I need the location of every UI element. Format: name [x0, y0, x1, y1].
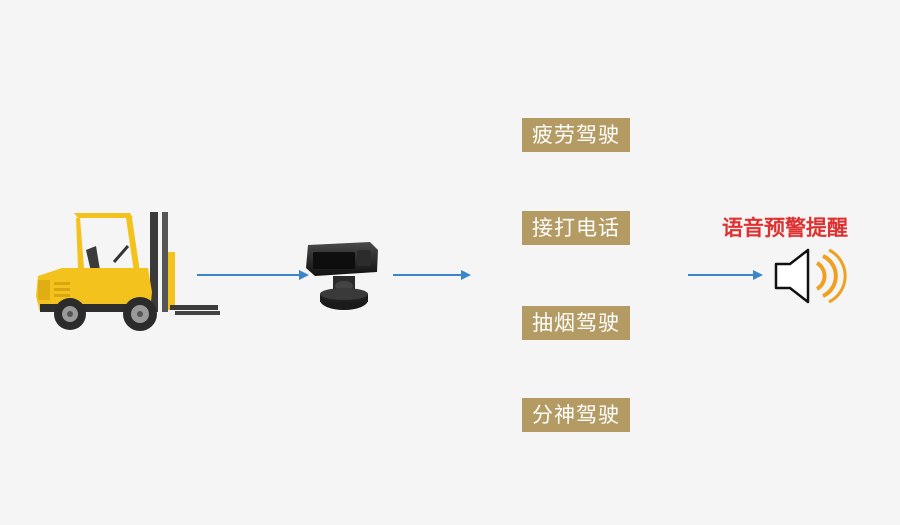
alert-title: 语音预警提醒 [722, 216, 848, 240]
behavior-label-distraction: 分神驾驶 [522, 398, 630, 432]
behavior-label-phone-call: 接打电话 [522, 211, 630, 245]
dms-camera-icon [306, 242, 378, 310]
behavior-label-fatigue: 疲劳驾驶 [522, 118, 630, 152]
speaker-icon [774, 248, 847, 304]
behavior-label-smoking: 抽烟驾驶 [522, 306, 630, 340]
forklift-icon [36, 212, 220, 331]
